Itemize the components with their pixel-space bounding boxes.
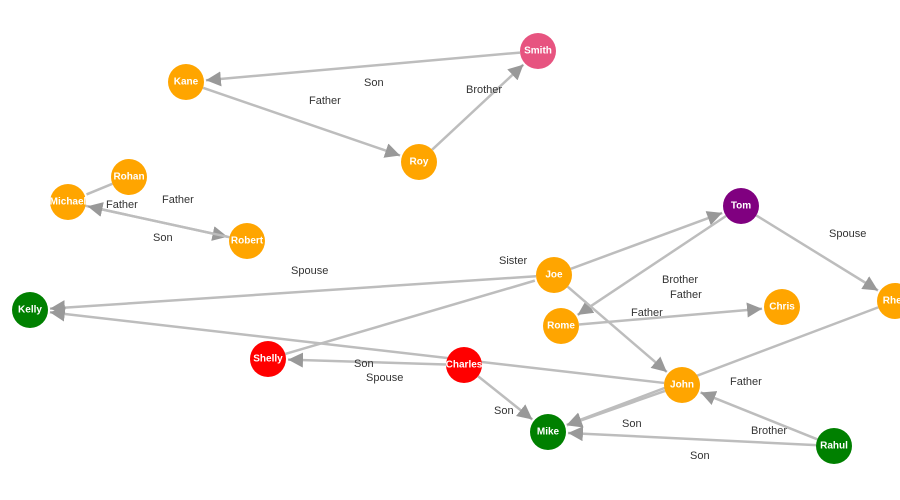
link-charles-mike xyxy=(477,375,534,421)
node-label: John xyxy=(670,380,694,391)
link-joe-john xyxy=(566,285,668,373)
node-joe[interactable]: Joe xyxy=(536,257,572,293)
link-charles-shelly xyxy=(287,352,447,368)
link-label: Son xyxy=(690,450,710,462)
node-michael[interactable]: Michael xyxy=(50,184,87,220)
node-kelly[interactable]: Kelly xyxy=(12,292,48,328)
node-rohan[interactable]: Rohan xyxy=(111,159,147,195)
node-circle[interactable] xyxy=(401,144,437,180)
link-label: Sister xyxy=(499,255,527,267)
node-circle[interactable] xyxy=(877,283,900,319)
node-circle[interactable] xyxy=(816,428,852,464)
node-kane[interactable]: Kane xyxy=(168,64,204,100)
node-circle[interactable] xyxy=(50,184,86,220)
node-circle[interactable] xyxy=(520,33,556,69)
node-john[interactable]: John xyxy=(664,367,700,403)
link-smith-kane xyxy=(205,51,521,87)
link-labels-layer: Son Father Brother Father Father Son Spo… xyxy=(106,77,866,462)
node-label: Rohan xyxy=(113,172,144,183)
link-rome-chris xyxy=(578,302,763,326)
node-label: Charles xyxy=(446,360,483,371)
link-robert-michael xyxy=(87,202,230,239)
node-smith[interactable]: Smith xyxy=(520,33,556,69)
node-shelly[interactable]: Shelly xyxy=(250,341,286,377)
node-roy[interactable]: Roy xyxy=(401,144,437,180)
node-label: Shelly xyxy=(253,354,283,365)
node-label: Chris xyxy=(769,302,795,313)
node-rome[interactable]: Rome xyxy=(543,308,579,344)
link-label: Spouse xyxy=(366,372,403,384)
node-circle[interactable] xyxy=(12,292,48,328)
node-label: Kelly xyxy=(18,305,42,316)
node-charles[interactable]: Charles xyxy=(446,347,483,383)
link-roy-smith xyxy=(431,63,525,151)
link-tom-rhea xyxy=(755,214,879,292)
node-rhea[interactable]: Rhea xyxy=(877,283,900,319)
link-rahul-mike xyxy=(567,426,817,447)
link-label: Father xyxy=(106,199,138,211)
link-label: Brother xyxy=(751,425,787,437)
link-rahul-john xyxy=(700,391,818,441)
link-rhea-mike xyxy=(566,306,879,427)
link-john-kelly xyxy=(49,306,665,385)
link-joe-kelly xyxy=(49,274,537,316)
node-circle[interactable] xyxy=(664,367,700,403)
link-joe-tom xyxy=(570,211,723,270)
link-label: Son xyxy=(622,418,642,430)
node-circle[interactable] xyxy=(530,414,566,450)
node-label: Mike xyxy=(537,427,560,438)
link-kane-roy xyxy=(202,86,401,158)
link-label: Spouse xyxy=(291,265,328,277)
node-label: Smith xyxy=(524,46,552,57)
link-label: Spouse xyxy=(829,228,866,240)
link-label: Father xyxy=(670,289,702,301)
node-circle[interactable] xyxy=(543,308,579,344)
node-circle[interactable] xyxy=(723,188,759,224)
node-circle[interactable] xyxy=(111,159,147,195)
link-label: Son xyxy=(364,77,384,89)
link-shelly-joe xyxy=(284,279,536,356)
node-robert[interactable]: Robert xyxy=(229,223,265,259)
links-layer xyxy=(49,51,879,447)
node-label: Rome xyxy=(547,321,575,332)
link-tom-rome xyxy=(576,214,727,316)
link-label: Brother xyxy=(466,84,502,96)
node-label: Robert xyxy=(231,236,264,247)
link-label: Father xyxy=(730,376,762,388)
node-tom[interactable]: Tom xyxy=(723,188,759,224)
link-label: Brother xyxy=(662,274,698,286)
node-circle[interactable] xyxy=(764,289,800,325)
link-rohan-michael xyxy=(86,182,113,196)
node-circle[interactable] xyxy=(250,341,286,377)
link-label: Son xyxy=(494,405,514,417)
node-mike[interactable]: Mike xyxy=(530,414,566,450)
node-label: Roy xyxy=(410,157,429,168)
link-label: Son xyxy=(354,358,374,370)
node-circle[interactable] xyxy=(446,347,482,383)
link-label: Son xyxy=(153,232,173,244)
node-label: Kane xyxy=(174,77,199,88)
link-label: Father xyxy=(309,95,341,107)
link-label: Father xyxy=(631,307,663,319)
node-rahul[interactable]: Rahul xyxy=(816,428,852,464)
node-label: Michael xyxy=(50,197,87,208)
node-label: Rahul xyxy=(820,441,848,452)
node-circle[interactable] xyxy=(229,223,265,259)
node-label: Tom xyxy=(731,201,751,212)
node-circle[interactable] xyxy=(168,64,204,100)
node-label: Rhea xyxy=(883,296,900,307)
node-circle[interactable] xyxy=(536,257,572,293)
link-label: Father xyxy=(162,194,194,206)
node-label: Joe xyxy=(545,270,563,281)
node-chris[interactable]: Chris xyxy=(764,289,800,325)
